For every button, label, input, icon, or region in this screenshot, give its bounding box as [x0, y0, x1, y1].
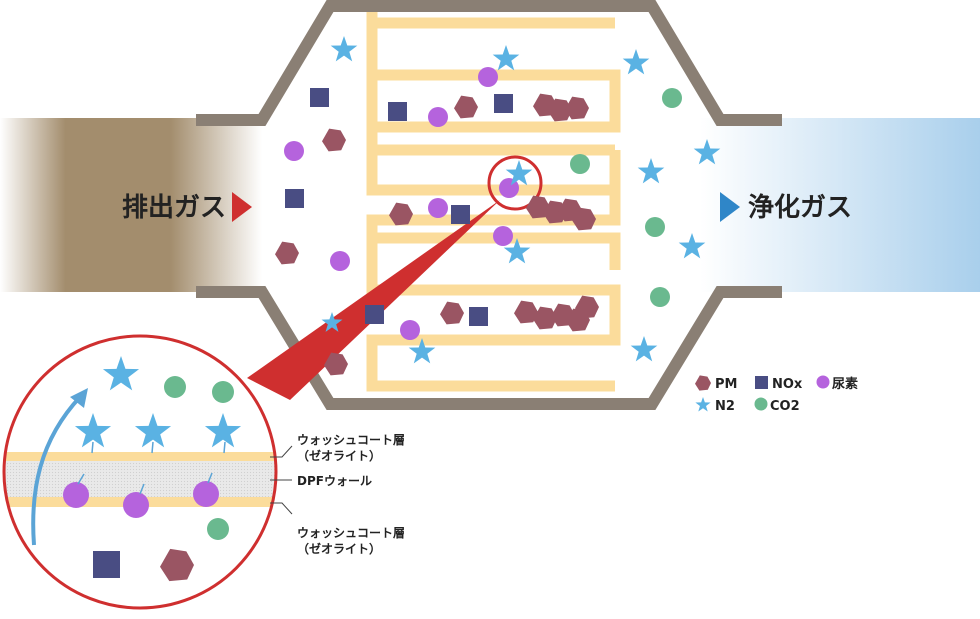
nox-particle: [494, 94, 513, 113]
washcoat-top-label-line1: ウォッシュコート層: [297, 433, 405, 447]
nox-particle: [285, 189, 304, 208]
pm-particle: [275, 241, 299, 265]
legend-urea-icon: [816, 375, 830, 389]
urea-particle: [428, 198, 448, 218]
urea-particle: [478, 67, 498, 87]
washcoat-bottom-label-line2: （ゼオライト）: [297, 541, 381, 556]
n2-particle: [622, 49, 650, 75]
zoom-urea-particle: [123, 492, 149, 518]
urea-particle: [400, 320, 420, 340]
clean-gas-label: 浄化ガス: [748, 193, 852, 223]
urea-particle: [330, 251, 350, 271]
legend-pm-icon: [695, 375, 711, 391]
legend: PM NOx 尿素 N2 CO2: [695, 375, 858, 414]
zoom-beam: [247, 200, 500, 400]
co2-particle: [650, 287, 670, 307]
pm-particle: [322, 128, 346, 152]
legend-n2-icon: [695, 397, 711, 412]
zoom-co2-particle: [164, 376, 186, 398]
nox-particle: [310, 88, 329, 107]
clean-arrow-icon: [720, 192, 740, 222]
flow-arrow-icon: [31, 395, 82, 546]
zoom-target-circle: [487, 155, 543, 211]
zoom-co2-particle: [207, 518, 229, 540]
layer-callouts: [270, 445, 293, 515]
urea-particle: [284, 141, 304, 161]
exhaust-gas-label: 排出ガス: [122, 193, 226, 223]
nox-particle: [388, 102, 407, 121]
urea-particle: [493, 226, 513, 246]
nox-particle: [451, 205, 470, 224]
nox-particle: [469, 307, 488, 326]
washcoat-layer-top: [4, 452, 276, 461]
callout-line-washcoat-top: [270, 445, 293, 458]
legend-nox-label: NOx: [772, 377, 803, 392]
reaction-lines: [77, 441, 226, 495]
zoom-urea-particle: [193, 481, 219, 507]
channel-wall-lower: [366, 144, 621, 392]
channel-wall-upper: [366, 12, 621, 270]
n2-particle: [330, 36, 358, 62]
housing-upper-wall: [196, 0, 782, 126]
zoom-detail-border: [2, 334, 278, 610]
co2-particle: [570, 154, 590, 174]
exhaust-gas-stream: [0, 118, 262, 292]
legend-n2-label: N2: [715, 399, 735, 414]
clean-gas-stream: [700, 118, 980, 292]
dpf-wall-label: DPFウォール: [297, 474, 372, 488]
washcoat-top-label-line2: （ゼオライト）: [297, 448, 381, 463]
co2-particle: [662, 88, 682, 108]
zoom-detail: [2, 334, 278, 610]
filter-channel-walls: [366, 12, 621, 392]
particles-urea: [284, 67, 519, 340]
n2-particle: [492, 45, 520, 71]
zoom-nox-particle: [93, 551, 120, 578]
particles-nox: [285, 88, 513, 326]
callout-line-washcoat-bottom: [270, 502, 293, 515]
particles-co2: [570, 88, 682, 307]
zoom-urea-particle: [63, 482, 89, 508]
n2-particle: [630, 336, 658, 362]
urea-particle: [428, 107, 448, 127]
pm-particle: [440, 301, 464, 325]
legend-pm-label: PM: [715, 377, 737, 392]
legend-co2-icon: [754, 397, 768, 411]
washcoat-bottom-label-line1: ウォッシュコート層: [297, 526, 405, 540]
legend-nox-icon: [755, 376, 768, 389]
flow-arrowhead-icon: [70, 388, 88, 408]
exhaust-arrow-icon: [232, 192, 252, 222]
nox-particle: [365, 305, 384, 324]
legend-urea-label: 尿素: [832, 376, 858, 392]
n2-particle: [637, 158, 665, 184]
housing-lower-wall: [196, 286, 782, 410]
pm-particle: [454, 95, 478, 119]
dpf-wall-layer: [4, 461, 276, 497]
co2-particle: [645, 217, 665, 237]
legend-co2-label: CO2: [770, 399, 800, 414]
zoom-co2-particle: [212, 381, 234, 403]
